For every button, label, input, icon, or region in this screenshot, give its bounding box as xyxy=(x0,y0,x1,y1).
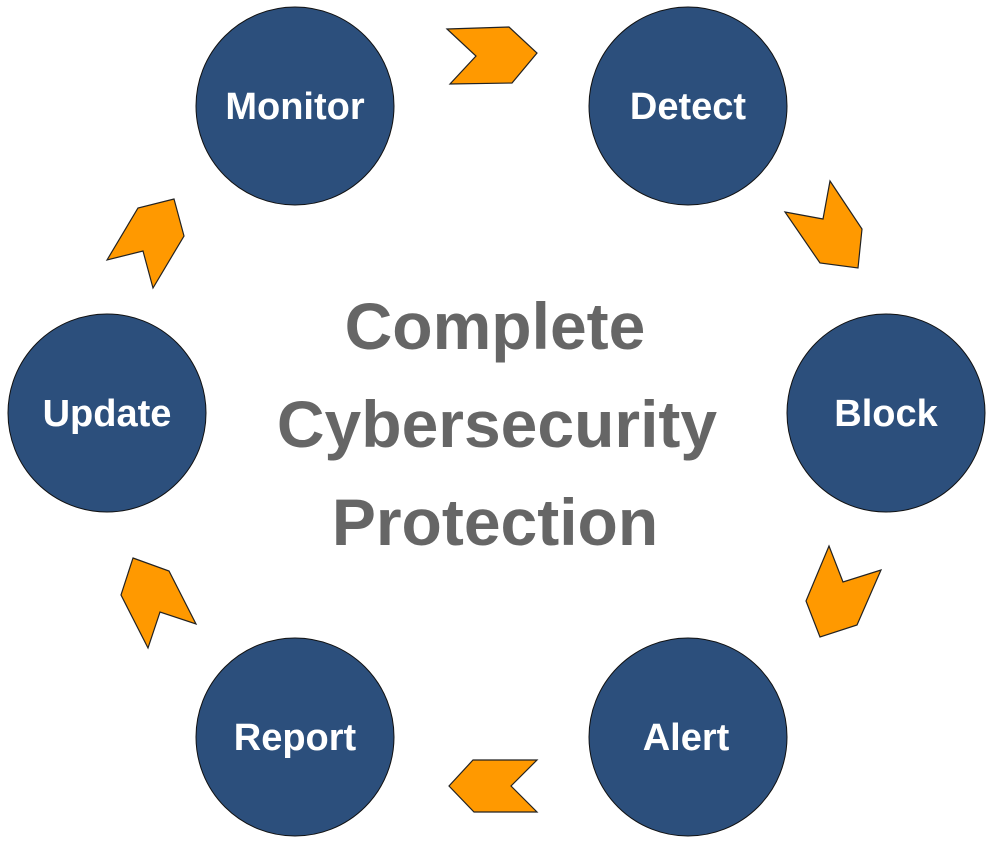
arrow-alert-to-report xyxy=(448,759,539,813)
step-label: Report xyxy=(234,717,357,759)
arrows xyxy=(105,26,883,813)
step-monitor: Monitor xyxy=(195,6,395,206)
step-block: Block xyxy=(786,313,986,513)
arrow-block-to-alert xyxy=(805,544,883,638)
step-alert: Alert xyxy=(588,637,788,837)
step-label: Alert xyxy=(643,717,730,759)
step-report: Report xyxy=(195,637,395,837)
step-label: Block xyxy=(834,393,938,435)
arrow-monitor-to-detect xyxy=(445,26,538,85)
title-line: Complete xyxy=(345,289,646,363)
title-line: Cybersecurity xyxy=(277,387,718,461)
step-label: Update xyxy=(43,393,172,435)
step-detect: Detect xyxy=(588,6,788,206)
arrow-report-to-update xyxy=(120,557,198,650)
title-line: Protection xyxy=(332,485,658,559)
step-label: Detect xyxy=(630,86,746,128)
arrow-detect-to-block xyxy=(783,179,863,269)
step-label: Monitor xyxy=(225,86,365,128)
step-update: Update xyxy=(7,313,207,513)
center-title: Complete Cybersecurity Protection xyxy=(277,289,718,559)
arrow-update-to-monitor xyxy=(105,198,185,290)
